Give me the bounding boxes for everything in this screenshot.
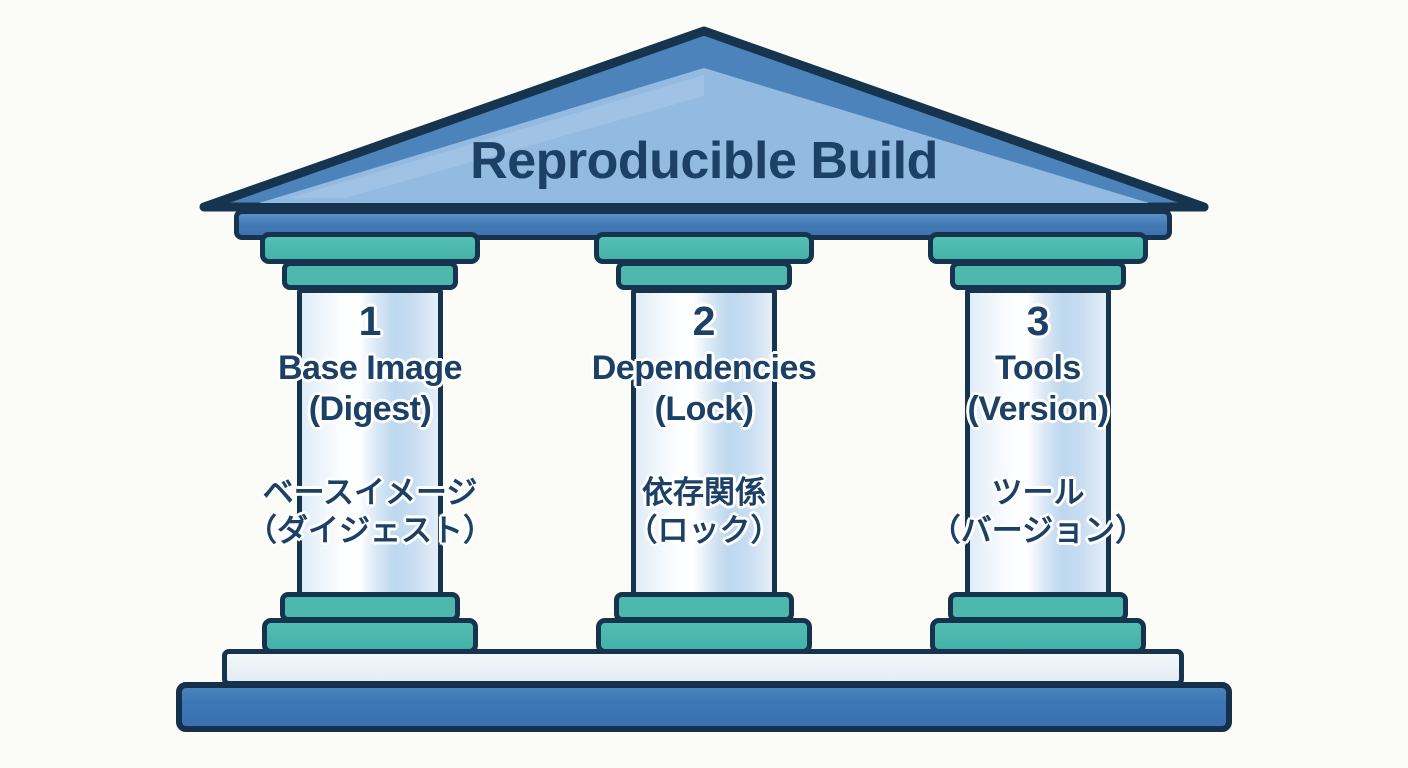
pillar-2-text: 2 Dependencies (Lock) 依存関係 （ロック） — [549, 298, 859, 550]
pillar-2-label-jp-line2: （ロック） — [626, 513, 782, 548]
pillar-1-label-en-line1: Base Image — [278, 349, 463, 387]
pillar-1-label-jp-line2: （ダイジェスト） — [246, 513, 494, 548]
pillar-1-capital-upper — [260, 232, 480, 264]
pillar-3-number: 3 — [1026, 298, 1050, 344]
stylobate-step — [222, 649, 1184, 686]
pillar-3-label-jp-line2: （バージョン） — [929, 513, 1147, 548]
pillar-2-label-en-line1: Dependencies — [591, 349, 817, 387]
pillar-1-label-jp-line1: ベースイメージ — [262, 475, 478, 510]
pillar-2-label-en-line2: (Lock) — [654, 390, 755, 428]
pillar-1-capital-lower — [282, 261, 458, 290]
pillar-2-shaft — [631, 288, 777, 604]
pillar-1-number: 1 — [358, 298, 382, 344]
pillar-2-number: 2 — [692, 298, 716, 344]
diagram-title: Reproducible Build — [470, 132, 938, 190]
pillar-3-label-en-line2: (Version) — [967, 390, 1109, 428]
pillar-2-label-jp-line1: 依存関係 — [642, 475, 766, 510]
pillar-1-label-en-line2: (Digest) — [308, 390, 432, 428]
pillar-2-capital-upper — [594, 232, 814, 264]
pillar-3-shaft — [965, 288, 1111, 604]
pillar-1-shaft — [297, 288, 443, 604]
pillar-2-capital-lower — [616, 261, 792, 290]
pillar-3-text: 3 Tools (Version) ツール （バージョン） — [883, 298, 1193, 550]
foundation-platform — [176, 682, 1232, 732]
pillar-3-capital-upper — [928, 232, 1148, 264]
pillar-1-text: 1 Base Image (Digest) ベースイメージ （ダイジェスト） — [215, 298, 525, 550]
pillar-3-label-en-line1: Tools — [995, 349, 1081, 387]
pillar-3-label-jp-line1: ツール — [991, 475, 1085, 510]
pillar-3-capital-lower — [950, 261, 1126, 290]
